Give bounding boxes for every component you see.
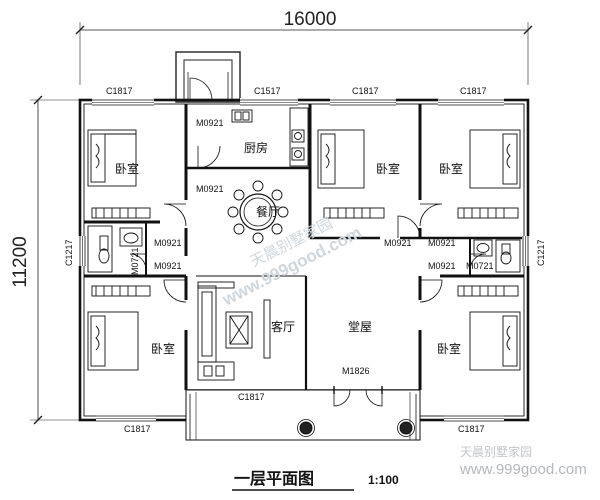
plan-scale: 1:100 — [368, 473, 399, 487]
drawing-title: 一层平面图 1:100 — [232, 469, 399, 491]
code-door-dining: M0921 — [196, 184, 224, 194]
bed-n1 — [317, 129, 385, 219]
brand-cn: 天晨别墅家园 — [460, 444, 532, 459]
code-door-bath-w: M0721 — [130, 247, 140, 275]
room-dining: 餐厅 — [256, 204, 280, 219]
code-win-top-3: C1817 — [352, 86, 379, 96]
code-door-bed-se: M0921 — [428, 261, 456, 271]
side-windows — [78, 236, 530, 266]
room-bedroom-ne: 卧室 — [439, 161, 463, 176]
corner-watermark: 天晨别墅家园 www.999good.com — [459, 444, 587, 478]
code-win-top-2: C1517 — [254, 86, 281, 96]
code-win-side-w: C1217 — [64, 239, 74, 266]
code-door-bed-nw: M0921 — [154, 238, 182, 248]
room-kitchen: 厨房 — [244, 140, 268, 155]
code-door-bath-e: M0721 — [466, 261, 494, 271]
code-door-bed-n1: M0921 — [384, 238, 412, 248]
brand-url: www.999good.com — [459, 461, 587, 478]
left-dimension: 11200 — [10, 95, 80, 425]
dining-table — [227, 180, 289, 244]
room-living: 客厅 — [271, 319, 295, 334]
code-door-bed-sw: M0921 — [154, 261, 182, 271]
room-bedroom-nw: 卧室 — [115, 161, 139, 176]
room-bedroom-se: 卧室 — [437, 341, 461, 356]
top-dimension: 16000 — [75, 9, 533, 85]
room-bedroom-sw: 卧室 — [151, 341, 175, 356]
room-labels: 卧室 厨房 餐厅 卧室 卧室 卧室 客厅 堂屋 卧室 — [115, 140, 463, 356]
bath-w-fixtures — [87, 225, 143, 273]
code-win-porch: C1817 — [238, 392, 265, 402]
overall-width-label: 16000 — [284, 9, 337, 30]
kitchen-counter — [231, 107, 309, 167]
living-sofa — [197, 281, 271, 381]
code-win-bot-2: C1817 — [458, 424, 485, 434]
top-windows — [92, 98, 504, 106]
code-win-side-e: C1217 — [536, 239, 546, 266]
code-door-kitchen: M0921 — [196, 118, 224, 128]
room-hall: 堂屋 — [348, 320, 372, 334]
opening-codes: C1817 C1517 C1817 C1817 M0921 M0921 M092… — [64, 86, 546, 434]
door-swings — [129, 145, 487, 303]
entrance-vestibule — [175, 51, 241, 103]
bed-ne — [457, 129, 521, 219]
bed-sw — [87, 285, 151, 371]
porch — [185, 386, 421, 441]
code-win-bot-1: C1817 — [124, 424, 151, 434]
bed-nw — [87, 129, 151, 219]
code-win-top-4: C1817 — [460, 86, 487, 96]
bath-e-fixtures — [473, 239, 521, 273]
room-bedroom-n1: 卧室 — [376, 161, 400, 176]
code-win-top-1: C1817 — [106, 86, 133, 96]
overall-height-label: 11200 — [10, 236, 31, 287]
plan-title: 一层平面图 — [234, 469, 314, 488]
bed-se — [457, 285, 521, 371]
code-door-bed-ne: M0921 — [428, 238, 456, 248]
bottom-windows — [96, 414, 504, 422]
code-door-main: M1826 — [342, 366, 370, 376]
diagonal-watermark: 天晨别墅家园 www.999good.com — [219, 214, 365, 310]
